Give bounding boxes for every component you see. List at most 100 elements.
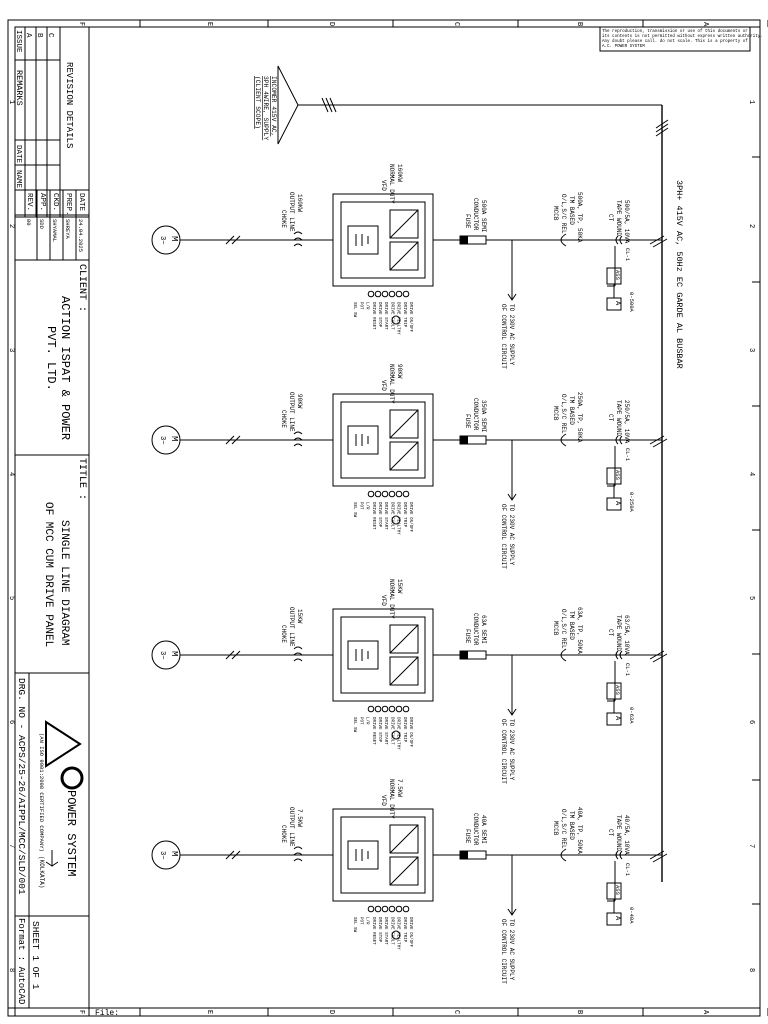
choke-symbol-icon	[293, 231, 303, 247]
grid-row-right-8: 8	[747, 968, 755, 972]
indicator-label: DRIVE FAULT	[389, 917, 393, 945]
fuse-rating: 40A SEMI	[480, 815, 487, 844]
fuse-line-3: FUSE	[464, 629, 471, 644]
mccb-line-3: O/L,S/C REL	[560, 609, 567, 649]
indicator-lamp-icon	[367, 905, 375, 913]
aux-label-2: OF CONTROL CIRCUIT	[500, 919, 507, 984]
indicator-label: DRIVE START	[383, 717, 387, 745]
format-label: Format : AutoCAD	[16, 918, 26, 1004]
rev-col-date: DATE	[14, 145, 22, 164]
indicator-label: DRIVE TRIP	[402, 917, 406, 943]
mccb-line-4: MCCB	[552, 621, 559, 636]
mccb-line-2: TM BASED	[568, 811, 575, 840]
indicator-label: SEL SW	[352, 917, 356, 933]
grid-row-right-7: 7	[747, 844, 755, 848]
vfd-line-2: NORMAL DUTY	[388, 364, 395, 404]
grid-row-left-7: 7	[7, 844, 15, 848]
mccb-line-4: MCCB	[552, 206, 559, 221]
indicator-label: DRIVE RESET	[371, 917, 375, 945]
client-name-2: PVT. LTD.	[44, 326, 58, 391]
approval-value-prep: SHREYA	[64, 219, 71, 240]
indicator-lamp-icon	[388, 490, 396, 498]
grid-col-bottom-A: A	[701, 1010, 709, 1015]
indicator-lamp-icon	[381, 705, 389, 713]
copyright-line-2: its contents is not permitted without ex…	[602, 34, 763, 39]
indicator-label: DRIVE STOP	[377, 502, 381, 528]
mccb-rating: 500A, TP, 50KA	[576, 192, 583, 243]
copyright-box	[599, 26, 751, 52]
meter-range: 0-250A	[628, 492, 635, 513]
indicator-label: DRIVE ON/OFF	[408, 502, 413, 533]
choke-line-2: OUTPUT LINE	[288, 807, 295, 847]
busbar-phase-ticks	[655, 119, 669, 137]
client-label: CLIENT :	[76, 264, 87, 312]
ammeter-label: A	[613, 501, 621, 506]
grid-row-left-4: 4	[7, 472, 15, 476]
mccb-line-3: O/L,S/C REL	[560, 394, 567, 434]
title-line-2: OF MCC CUM DRIVE PANEL	[42, 502, 54, 647]
indicator-lamp-icon	[381, 290, 389, 298]
choke-symbol-icon	[293, 646, 303, 662]
grid-row-left-6: 6	[7, 720, 15, 724]
ass-label: ASS	[614, 885, 621, 896]
inverter-icon	[389, 856, 419, 886]
motor-phase: 3~	[158, 651, 166, 659]
logo-c-icon	[60, 766, 84, 790]
aux-label-2: OF CONTROL CIRCUIT	[500, 719, 507, 784]
mccb-symbol-icon	[560, 433, 567, 447]
fuse-line-3: FUSE	[464, 829, 471, 844]
indicator-lamp-icon	[367, 290, 375, 298]
ct-rating: 250/5A, 10VA	[623, 400, 630, 444]
grid-row-right-2: 2	[747, 224, 755, 228]
indicator-label: DRIVE HEALTHY	[396, 502, 400, 535]
choke-line-3: CHOKE	[280, 210, 287, 228]
indicator-lamp-icon	[374, 905, 382, 913]
grid-row-right-3: 3	[747, 348, 755, 352]
grid-col-top-F: F	[77, 22, 85, 26]
motor-m: M	[169, 851, 179, 856]
rev-row-b: B	[35, 33, 43, 38]
motor-m: M	[169, 651, 179, 656]
indicator-label: DRIVE HEALTHY	[396, 717, 400, 750]
rectifier-icon	[389, 824, 419, 854]
incomer-line-2: 3PH 4WIRE, SUPPLY	[262, 76, 269, 140]
indicator-label: SEL SW	[352, 717, 356, 733]
ct-rating: 40/5A, 10VA	[623, 815, 630, 855]
mccb-symbol-icon	[560, 233, 567, 247]
aux-tap-arrow-icon	[507, 240, 517, 301]
inverter-icon	[389, 441, 419, 471]
ass-label: ASS	[614, 270, 621, 281]
mccb-line-3: O/L,S/C REL	[560, 194, 567, 234]
aux-tap-arrow-icon	[507, 440, 517, 501]
choke-line-3: CHOKE	[280, 410, 287, 428]
ct-type: TAPE WOUND	[615, 615, 622, 651]
cl-label: CL-1	[624, 448, 631, 462]
aux-label-1: TO 230V AC SUPPLY	[508, 504, 515, 566]
grid-row-right-1: 1	[747, 100, 755, 104]
vfd-panel	[332, 193, 434, 287]
grid-row-left-1: 1	[7, 100, 15, 104]
approval-label-date: DATE	[77, 193, 85, 212]
grid-col-bottom-E: E	[205, 1010, 213, 1014]
rev-col-issue: ISSUE	[14, 30, 22, 53]
vfd-line-2: NORMAL DUTY	[388, 579, 395, 619]
approval-value-rev: 00	[25, 219, 32, 226]
choke-rating: 160KW	[296, 194, 303, 212]
indicator-label: POT	[358, 917, 362, 925]
vfd-rating: 7.5KW	[396, 779, 403, 797]
indicator-label: L/R	[365, 502, 370, 510]
title-label: TITLE :	[76, 458, 87, 500]
grid-col-top-D: D	[327, 22, 335, 26]
mccb-symbol-icon	[560, 648, 567, 662]
cl-label: CL-1	[624, 663, 631, 677]
vfd-panel	[332, 608, 434, 702]
vfd-line-3: VFD	[380, 795, 387, 806]
indicator-lamp-icon	[374, 290, 382, 298]
choke-rating: 15KW	[296, 609, 303, 624]
busbar-label: 3PH+ 415V AC, 50Hz EC GARDE AL BUSBAR	[674, 180, 684, 369]
indicator-label: DRIVE RESET	[371, 717, 375, 745]
ct-type: TAPE WOUND	[615, 815, 622, 851]
